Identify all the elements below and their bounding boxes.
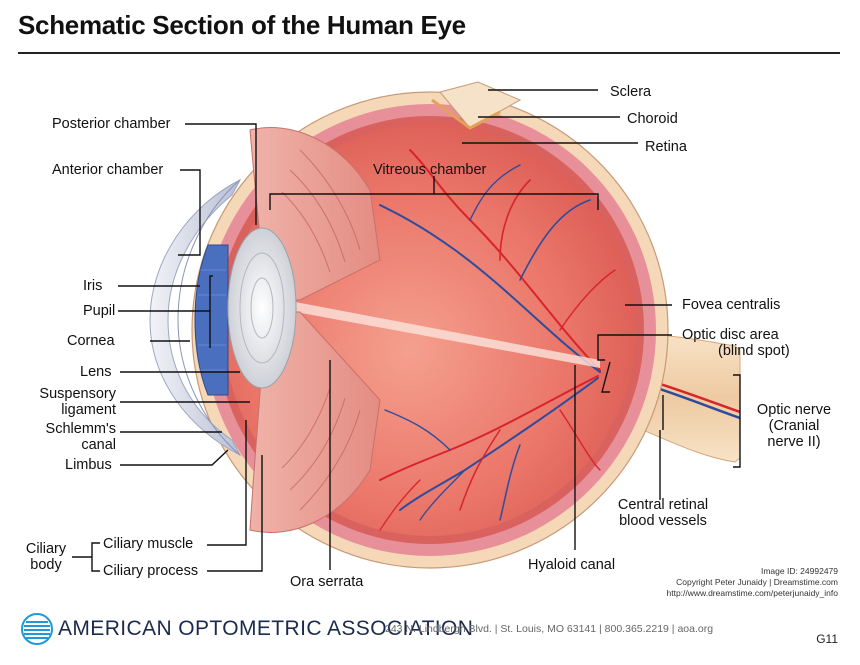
label-ora-serrata: Ora serrata xyxy=(290,574,364,590)
lens-shape xyxy=(227,227,297,389)
aoa-logo-icon xyxy=(21,613,53,645)
label-central-retinal-vessels: Central retinal blood vessels xyxy=(617,497,709,529)
label-retina: Retina xyxy=(645,139,687,155)
label-choroid: Choroid xyxy=(627,111,678,127)
label-vitreous-chamber: Vitreous chamber xyxy=(373,162,487,178)
label-suspensory-ligament: Suspensory ligament xyxy=(39,386,116,418)
title-rule xyxy=(18,52,840,54)
label-optic-nerve: Optic nerve (Cranial nerve II) xyxy=(756,402,832,450)
organization-name: AMERICAN OPTOMETRIC ASSOCIATION xyxy=(58,617,474,640)
retinal-vessels xyxy=(379,149,616,531)
image-credit: Image ID: 24992479 Copyright Peter Junai… xyxy=(666,566,839,598)
label-cornea: Cornea xyxy=(67,333,115,349)
label-ciliary-muscle: Ciliary muscle xyxy=(103,536,194,552)
label-posterior-chamber: Posterior chamber xyxy=(52,116,171,132)
label-optic-disc-area: Optic disc area xyxy=(682,327,779,343)
label-schlemms-canal: Schlemm's canal xyxy=(45,421,116,453)
label-iris: Iris xyxy=(83,278,103,294)
label-fovea-centralis: Fovea centralis xyxy=(682,297,781,313)
organization-address: 243 N. Lindbergh Blvd. | St. Louis, MO 6… xyxy=(385,623,714,635)
iris-shape xyxy=(194,244,229,396)
label-pupil: Pupil xyxy=(83,303,116,319)
label-ciliary-process: Ciliary process xyxy=(103,563,199,579)
hyaloid-canal-shape xyxy=(285,300,600,368)
label-sclera: Sclera xyxy=(610,84,652,100)
label-anterior-chamber: Anterior chamber xyxy=(52,162,164,178)
label-ciliary-body: Ciliary body xyxy=(25,541,67,573)
figure-code: G11 xyxy=(816,632,838,646)
label-lens: Lens xyxy=(80,364,112,380)
page-title: Schematic Section of the Human Eye xyxy=(18,10,466,40)
label-limbus: Limbus xyxy=(65,457,112,473)
cutaway-wedge xyxy=(439,81,522,129)
label-hyaloid-canal: Hyaloid canal xyxy=(528,557,616,573)
label-blind-spot: (blind spot) xyxy=(718,343,790,359)
leader-lines xyxy=(72,89,741,572)
